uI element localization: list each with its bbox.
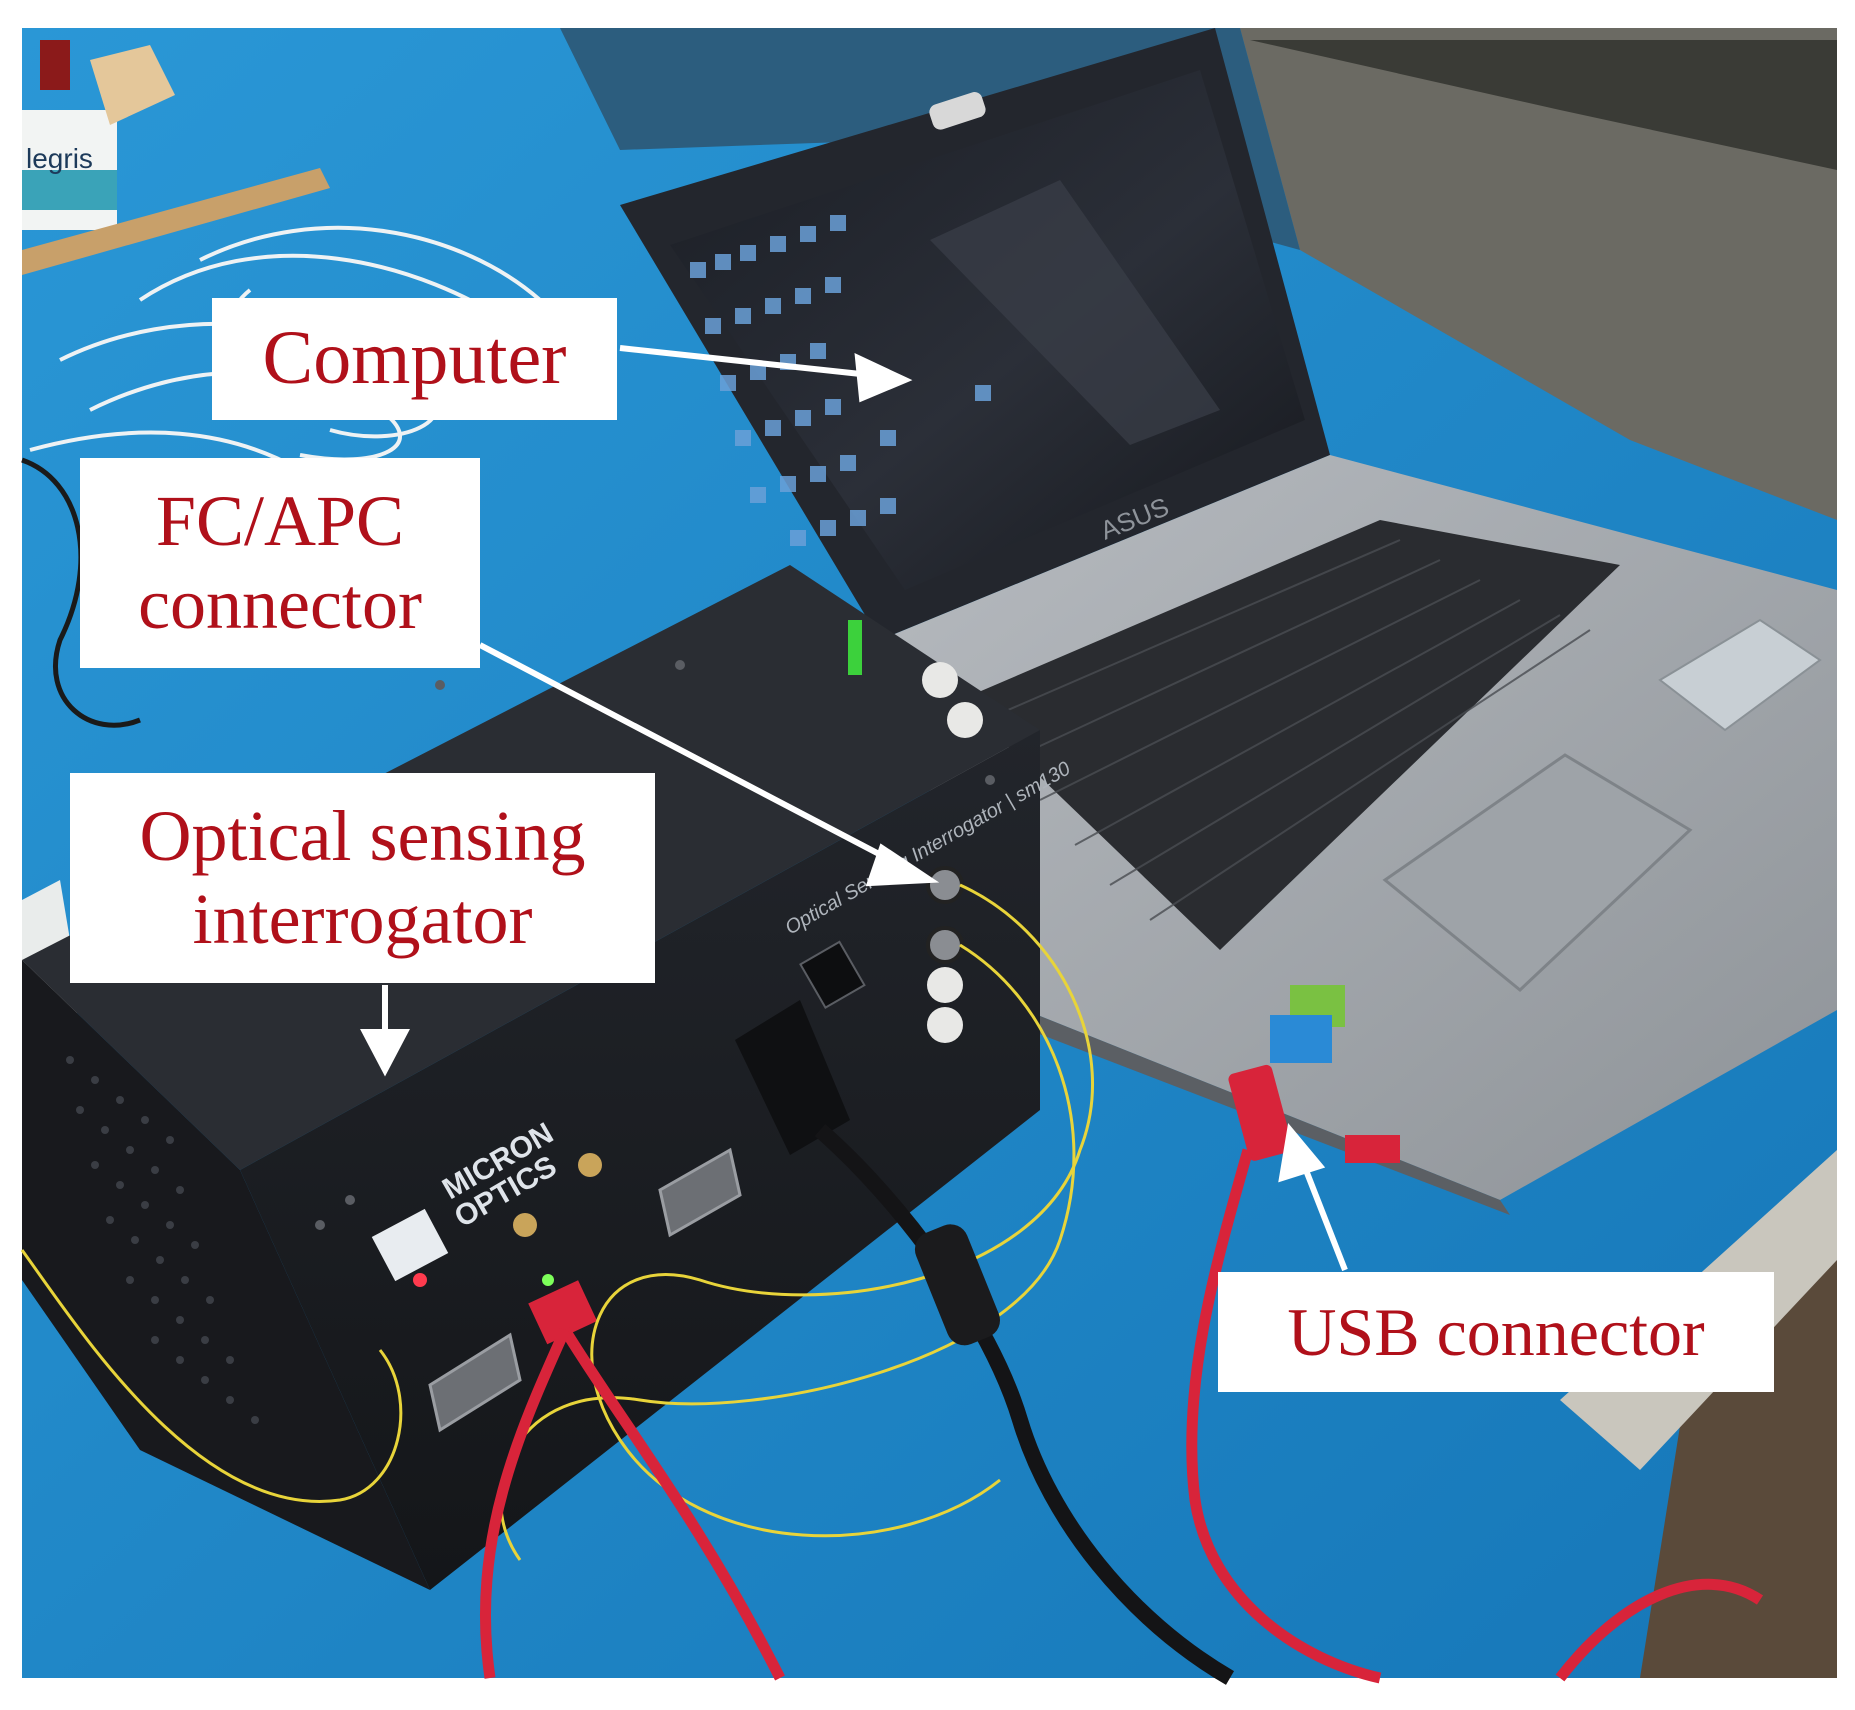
fc-apc-connector-2 [926,926,964,964]
power-switch [799,940,866,1010]
usb-plug [1228,1064,1293,1161]
green-fiber-boot [848,620,862,675]
sma-connector-1 [513,1213,537,1237]
green-led [542,1274,554,1286]
legris-box-stripe [22,170,117,210]
black-power-cable [814,1123,1235,1685]
usb-connector-label: USB connector [1218,1272,1774,1392]
serial-port [428,1332,522,1433]
vent-holes [66,1056,259,1424]
legris-text: legris [26,143,93,174]
floor-area [1640,1260,1837,1678]
fc-apc-connector-label: FC/APC connector [80,458,480,668]
interrogator-side [22,960,430,1590]
micron-logo-icon [371,1208,449,1282]
arrow-usb-head [1278,1123,1326,1183]
bench-rail [1240,28,1837,520]
arrow-usb [1299,1158,1348,1272]
fc-apc-connector-1 [926,866,964,904]
desktop-icons [690,215,991,546]
red-cap [40,40,70,90]
arrow-osi-head [360,1029,410,1077]
computer-label: Computer [212,298,617,420]
laptop-screen [670,70,1305,590]
fc-apc-label-line2: connector [138,564,422,644]
top-cap-1 [922,662,958,698]
red-dongle [1345,1135,1400,1163]
arrow-fcapc-head [865,843,940,887]
arrow-fcapc [478,642,902,868]
top-cap-2 [947,702,983,738]
arrow-computer [619,345,871,378]
power-connector [735,1000,850,1155]
keyboard-keys [984,539,1591,921]
ferrite-core [914,1224,1001,1346]
intel-sticker [1270,1015,1332,1063]
computer-label-text: Computer [262,316,567,401]
screen-reflection [930,180,1220,445]
wooden-stick [22,168,330,275]
bench-top [1250,40,1837,170]
dust-cap-2 [927,1007,963,1043]
red-cables [479,1148,1764,1684]
interrogator-label-line1: Optical sensing [139,796,586,877]
black-cable-left [21,457,141,728]
vga-port [658,1147,742,1238]
interrogator-label: Optical sensing interrogator [70,773,655,983]
arrow-computer-head [854,353,913,403]
laptop-keyboard [960,520,1620,950]
fc-apc-label-line1: FC/APC [155,481,405,562]
usb-label-text: USB connector [1287,1293,1705,1370]
sma-connector-2 [578,1153,602,1177]
dust-cap-1 [927,967,963,1003]
red-led [413,1273,427,1287]
webcam-cover [929,92,986,130]
annotation-arrows [360,345,1348,1272]
laptop-sticker [1658,618,1822,732]
paper-tag [90,45,175,125]
ethernet-port [528,1280,598,1345]
interrogator-label-line2: interrogator [192,879,533,959]
laptop-touchpad [1382,753,1693,992]
